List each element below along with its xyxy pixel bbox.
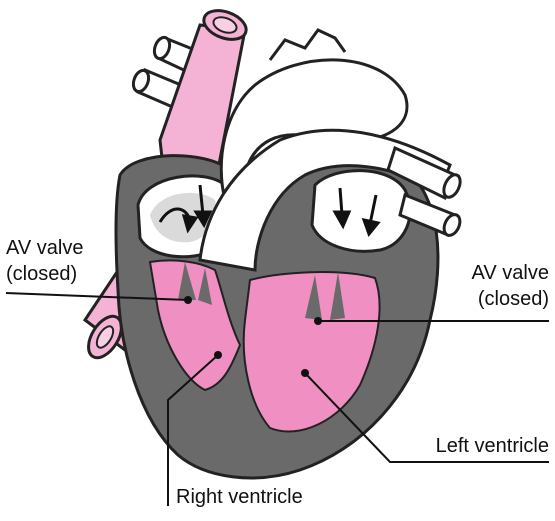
label-av-valve-right: AV valve (closed) [472, 260, 549, 312]
label-av-valve-right-line2: (closed) [472, 286, 549, 312]
left-atrium [312, 171, 410, 252]
label-left-ventricle: Left ventricle [436, 433, 549, 459]
label-av-valve-left-line1: AV valve [6, 235, 83, 261]
label-av-valve-left: AV valve (closed) [6, 235, 83, 287]
label-right-ventricle: Right ventricle [176, 484, 303, 510]
label-av-valve-left-line2: (closed) [6, 261, 83, 287]
label-av-valve-right-line1: AV valve [472, 260, 549, 286]
